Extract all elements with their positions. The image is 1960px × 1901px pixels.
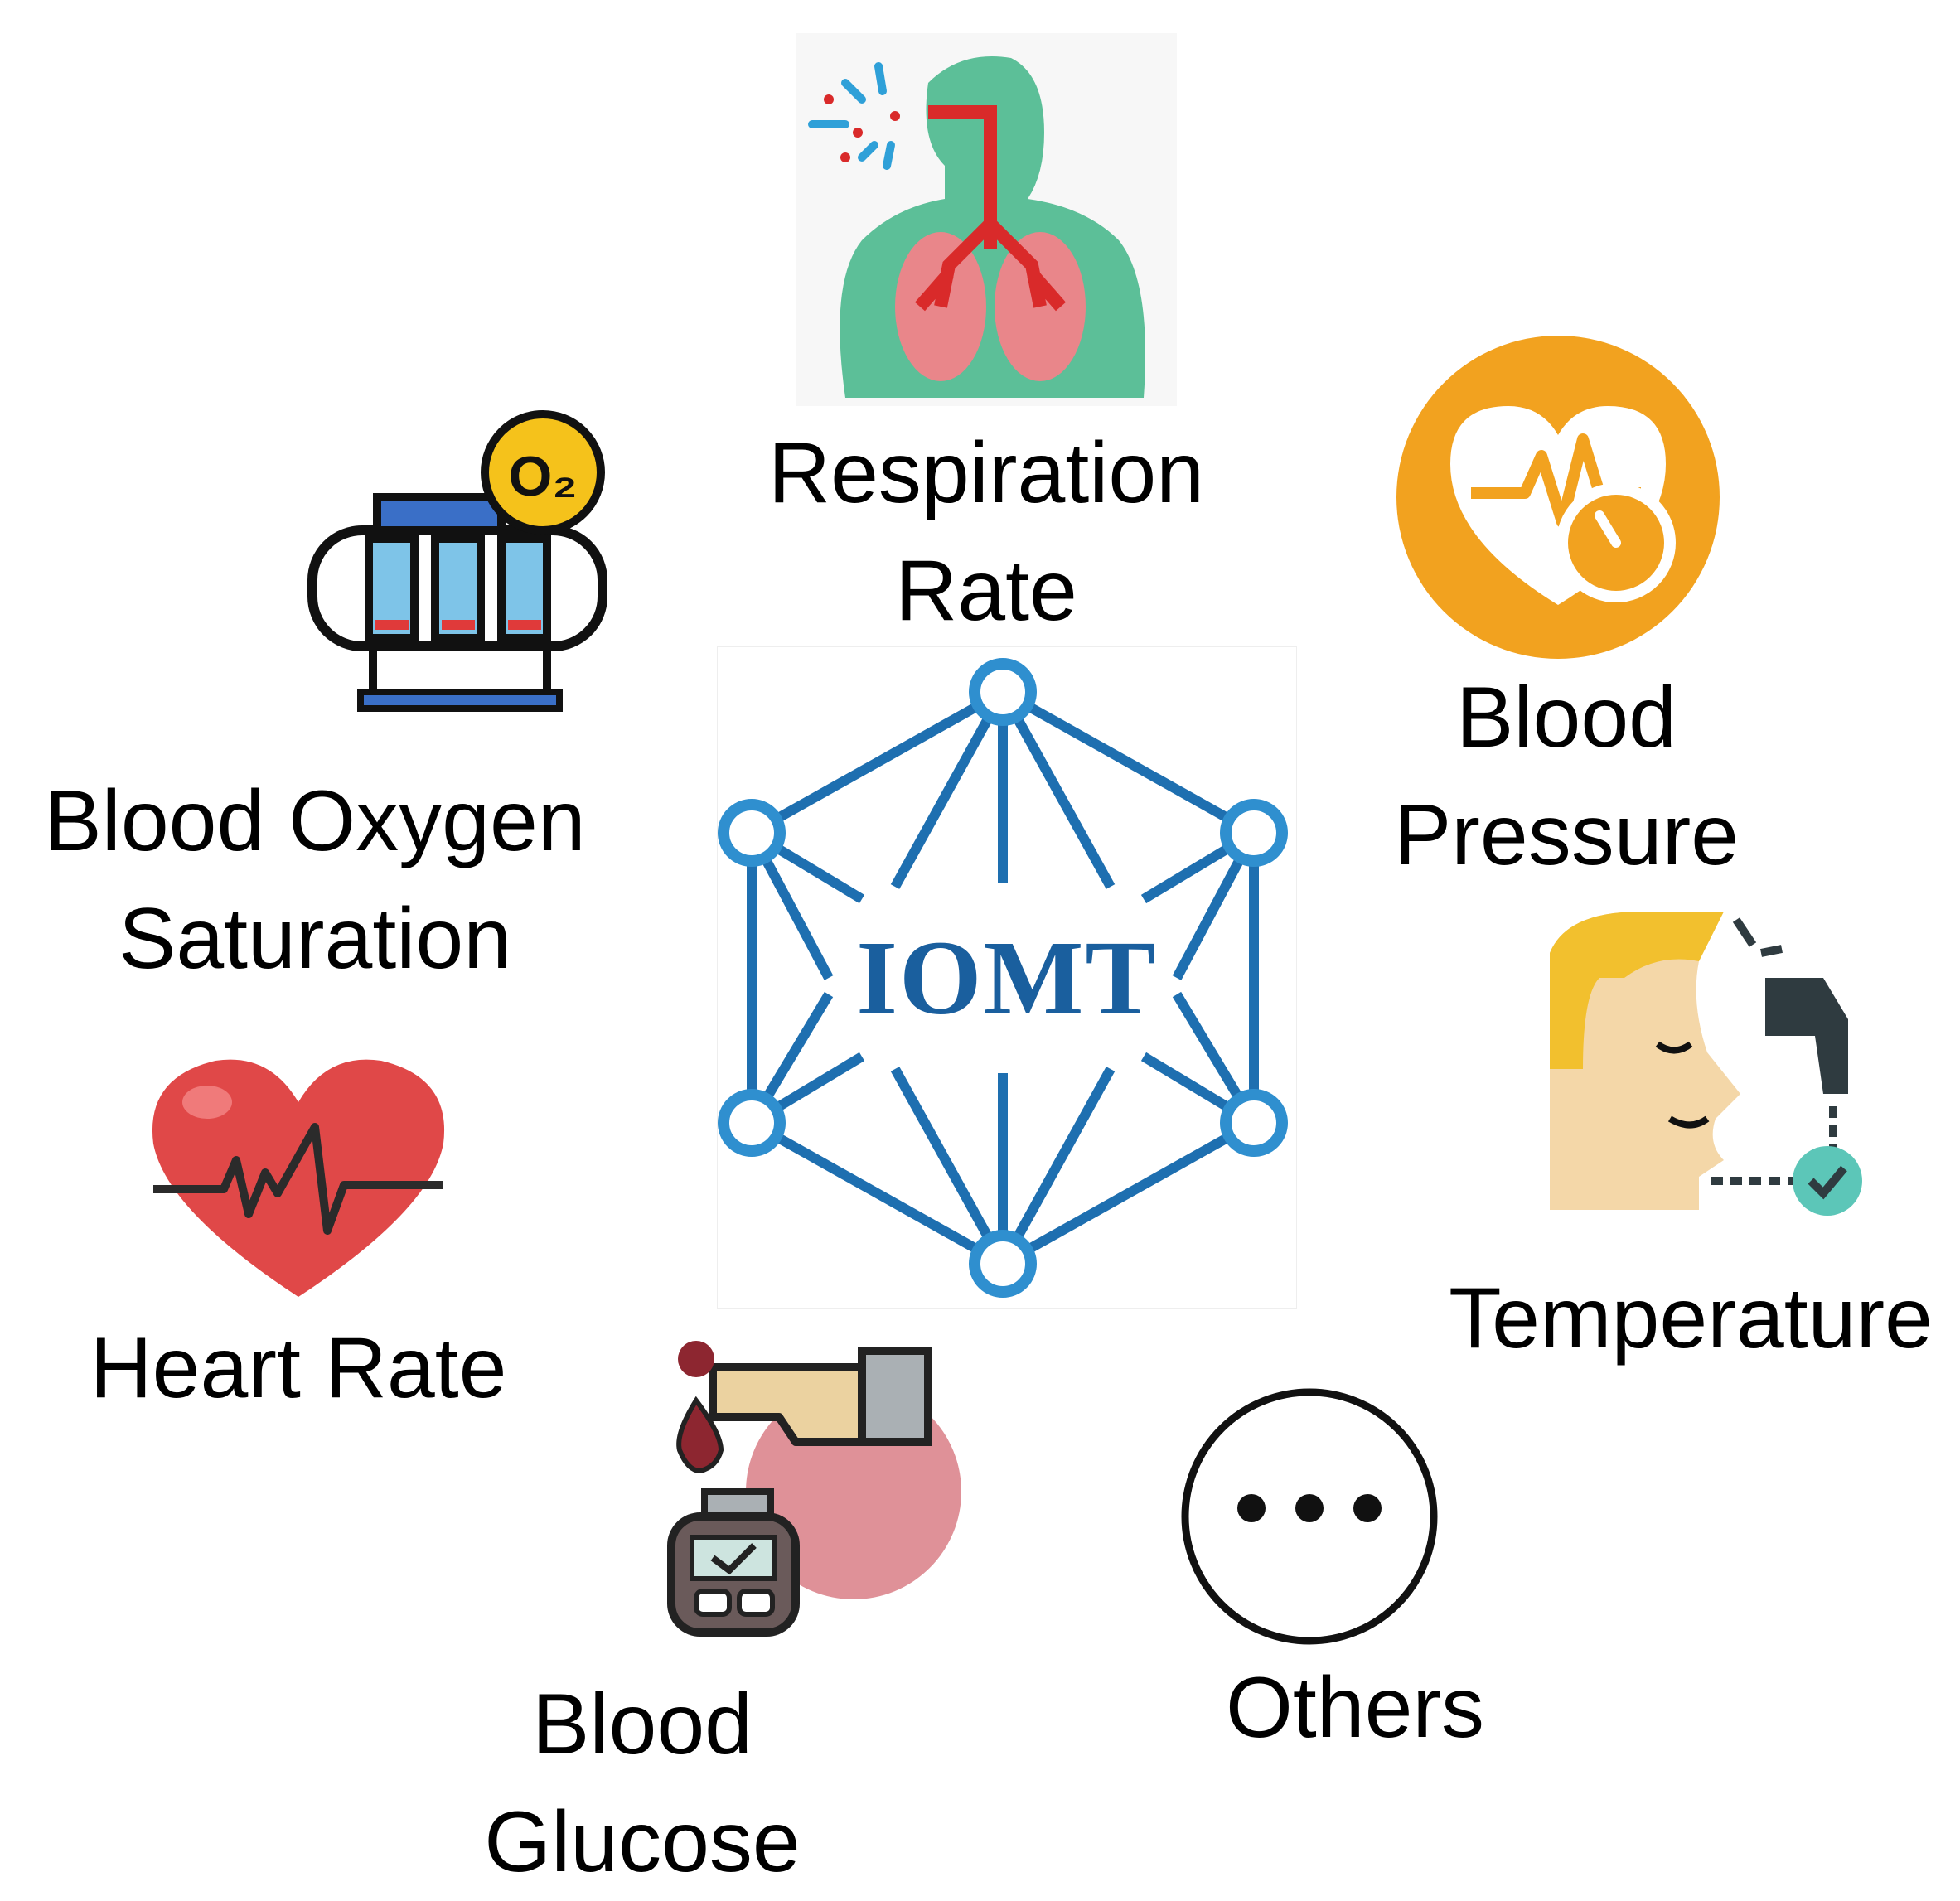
- blood-pressure-label-line2: Pressure: [1393, 787, 1740, 883]
- respiration-rate-label-line2: Rate: [895, 543, 1077, 639]
- blood-glucose-label-line1: Blood: [532, 1676, 753, 1773]
- iomt-label: IOMT: [856, 919, 1158, 1037]
- heartbeat-icon: [152, 1059, 445, 1297]
- svg-text:O₂: O₂: [508, 445, 577, 508]
- glucometer-icon: [667, 1341, 961, 1637]
- node-blood-oxygen-saturation: O₂ Blood Oxygen Saturation: [25, 406, 622, 1003]
- blood-pressure-label-line1: Blood: [1456, 670, 1677, 766]
- blood-glucose-label-line2: Glucose: [484, 1794, 801, 1890]
- node-others: Others: [1160, 1384, 1591, 1765]
- node-respiration-rate: Respiration Rate: [729, 25, 1243, 639]
- iomt-hub: IOMT: [717, 646, 1297, 1309]
- blood-oxygen-label-line2: Saturation: [118, 891, 512, 987]
- blood-oxygen-label-line1: Blood Oxygen: [44, 773, 586, 869]
- lungs-icon: [796, 33, 1177, 406]
- node-temperature: Temperature: [1425, 903, 1956, 1384]
- oxygen-monitor-icon: O₂: [307, 410, 607, 712]
- respiration-rate-label-line1: Respiration: [767, 425, 1205, 521]
- heart-gauge-icon: [1396, 336, 1720, 659]
- ellipsis-circle-icon: [1181, 1388, 1438, 1645]
- node-heart-rate: Heart Rate: [66, 1052, 530, 1434]
- node-blood-pressure: Blood Pressure: [1343, 331, 1790, 895]
- node-blood-glucose: Blood Glucose: [464, 1326, 961, 1890]
- forehead-thermometer-icon: [1550, 912, 1862, 1216]
- others-label: Others: [1225, 1660, 1485, 1756]
- heart-rate-label: Heart Rate: [90, 1320, 507, 1416]
- network-hexagon-icon: [717, 646, 1297, 1309]
- temperature-label: Temperature: [1449, 1270, 1933, 1366]
